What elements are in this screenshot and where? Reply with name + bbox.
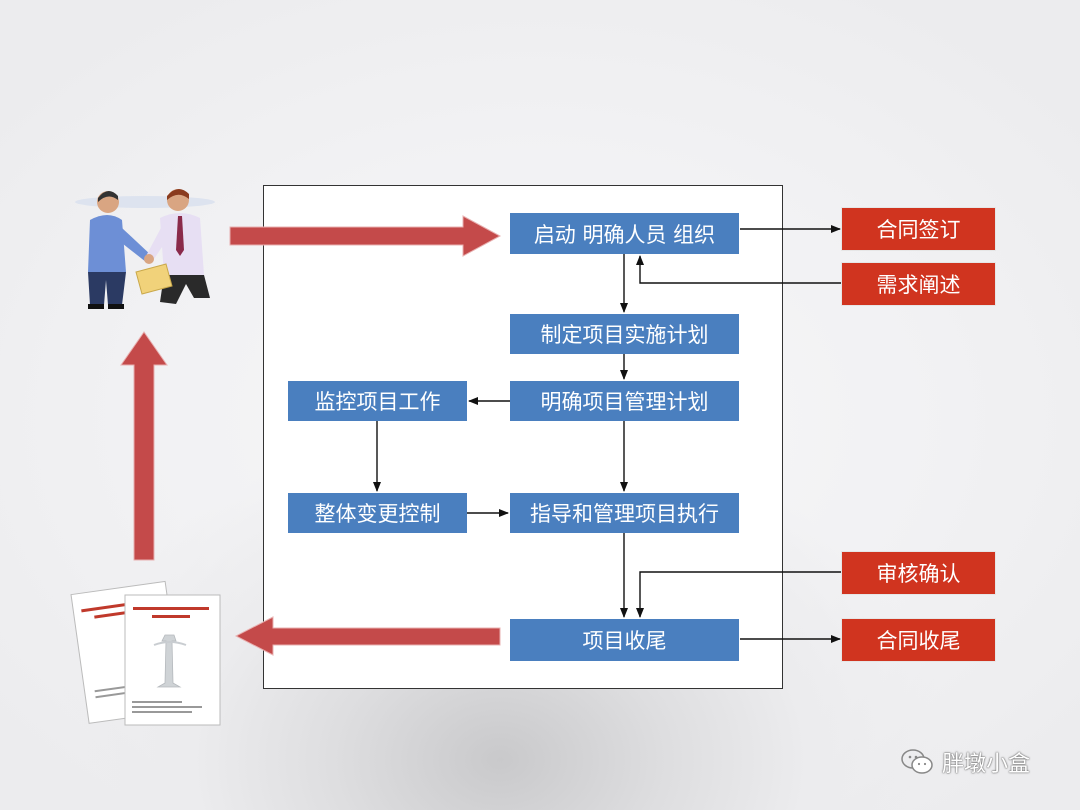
arrow-requirements-to-start — [636, 255, 841, 284]
big-arrow-right — [229, 215, 502, 257]
step-change-control: 整体变更控制 — [288, 493, 467, 533]
side-contract-sign: 合同签订 — [841, 207, 996, 251]
step-implementation-plan: 制定项目实施计划 — [510, 314, 739, 354]
arrow-review-to-close — [636, 571, 841, 618]
big-arrow-up — [120, 331, 168, 561]
step-close: 项目收尾 — [510, 619, 739, 661]
big-arrow-left — [234, 616, 501, 656]
step-monitor: 监控项目工作 — [288, 381, 467, 421]
side-requirements: 需求阐述 — [841, 262, 996, 306]
process-frame — [263, 185, 783, 689]
watermark-text: 胖墩小盒 — [942, 752, 1031, 777]
step-start: 启动 明确人员 组织 — [510, 213, 739, 254]
documents-illustration — [70, 580, 221, 726]
side-review: 审核确认 — [841, 551, 996, 595]
watermark: 胖墩小盒 — [900, 744, 1030, 780]
step-execute: 指导和管理项目执行 — [510, 493, 739, 533]
step-management-plan: 明确项目管理计划 — [510, 381, 739, 421]
handshake-illustration — [75, 188, 215, 309]
side-contract-close: 合同收尾 — [841, 618, 996, 662]
chat-bubbles-icon — [901, 749, 933, 774]
